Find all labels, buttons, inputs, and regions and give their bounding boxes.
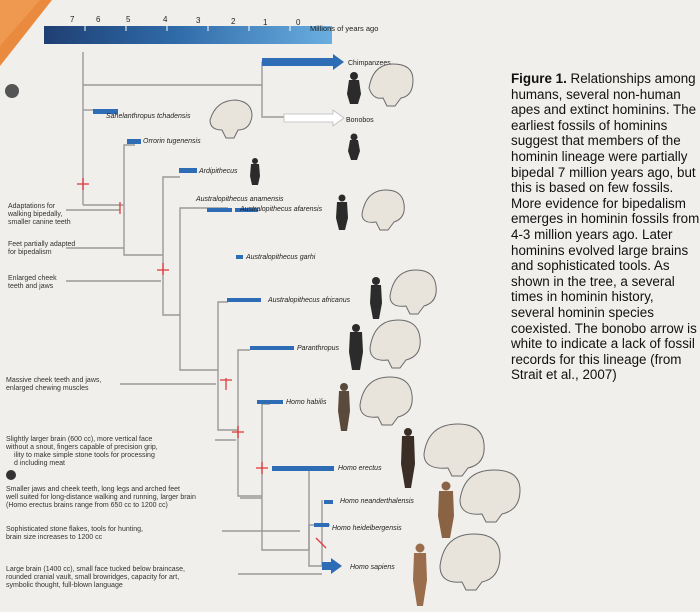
habilis-figure: [338, 383, 350, 431]
ardipithecus-figure: [250, 158, 260, 185]
trait-larger-brain: Slightly larger brain (600 cc), more ver…: [5, 436, 160, 467]
chimpanzee-figure: [347, 72, 361, 104]
trait-feet: Feet partially adapted for bipedalism: [8, 241, 77, 256]
label-bonobos: Bonobos: [346, 117, 374, 124]
skull-sapiens: [439, 533, 501, 591]
range-bar-paranthropus: [250, 346, 294, 350]
label-homo-habilis: Homo habilis: [286, 399, 327, 406]
range-bar-africanus: [227, 298, 261, 302]
label-anamensis: Australopithecus anamensis: [195, 196, 284, 203]
range-bar-garhi: [236, 255, 243, 259]
tick-label-5: 5: [126, 15, 131, 24]
bonobo-figure: [348, 133, 360, 160]
label-chimpanzees: Chimpanzees: [348, 60, 391, 67]
label-africanus: Australopithecus africanus: [267, 297, 351, 304]
trait-bipedal: Adaptations for walking bipedally, small…: [7, 203, 71, 226]
skull-chimpanzee: [368, 63, 414, 107]
range-bar-heidelbergensis: [314, 523, 329, 527]
label-orrorin: Orrorin tugenensis: [143, 138, 201, 145]
neanderthal-figure: [438, 481, 454, 538]
timeline-bar: [44, 26, 332, 44]
tick-label-1: 1: [263, 18, 268, 27]
skull-erectus: [423, 423, 485, 477]
orange-corner-shade: [0, 0, 40, 46]
trait-stone-flakes: Sophisticated stone flakes, tools for hu…: [6, 526, 145, 541]
trait-long-legs: Smaller jaws and cheek teeth, long legs …: [5, 486, 198, 509]
caption-text: Relationships among humans, several non-…: [511, 71, 700, 383]
skull-neanderthal: [459, 469, 521, 523]
dark-dot-marker: [6, 470, 16, 480]
range-bar-neanderthalensis: [324, 500, 333, 504]
hominin-figures: [250, 72, 454, 606]
label-paranthropus: Paranthropus: [297, 345, 340, 352]
label-sahelanthropus: Sahelanthropus tchadensis: [106, 113, 191, 120]
range-bar-sahelanthropus: [93, 109, 118, 114]
tick-label-0: 0: [296, 18, 301, 27]
label-homo-sapiens: Homo sapiens: [350, 564, 395, 571]
fossil-range-bars: [93, 109, 334, 527]
skull-afarensis: [361, 189, 405, 231]
label-homo-erectus: Homo erectus: [338, 465, 382, 472]
tick-label-2: 2: [231, 17, 236, 26]
chimpanzee-arrow: [262, 54, 344, 70]
sapiens-figure: [413, 543, 427, 606]
skull-illustrations: [209, 63, 521, 591]
tick-label-4: 4: [163, 15, 168, 24]
label-ardipithecus: Ardipithecus: [198, 168, 238, 175]
trait-massive-jaws: Massive cheek teeth and jaws, enlarged c…: [6, 377, 103, 392]
africanus-figure: [370, 277, 382, 319]
range-bar-anamensis: [207, 208, 232, 212]
figure-caption: Figure 1. Relationships among humans, se…: [511, 71, 700, 383]
trait-marks: [77, 178, 327, 549]
label-homo-neanderthalensis: Homo neanderthalensis: [340, 498, 414, 505]
caption-label: Figure 1.: [511, 71, 567, 86]
range-bar-afarensis: [235, 208, 258, 212]
bonobo-arrow: [283, 109, 345, 127]
range-bar-erectus: [272, 466, 334, 471]
paranthropus-figure: [349, 324, 363, 370]
skull-paranthropus: [369, 319, 421, 369]
trait-large-brain: Large brain (1400 cc), small face tucked…: [6, 566, 187, 589]
trait-cheek-teeth: Enlarged cheek teeth and jaws: [8, 275, 59, 290]
tick-label-7: 7: [70, 15, 75, 24]
afarensis-figure: [336, 194, 348, 230]
label-homo-heidelbergensis: Homo heidelbergensis: [332, 525, 402, 532]
skull-africanus: [389, 269, 437, 315]
homo-sapiens-arrow: [322, 558, 342, 574]
label-afarensis: Australopithecus afarensis: [239, 206, 323, 213]
label-garhi: Australopithecus garhi: [245, 254, 316, 261]
dark-circle-marker: [5, 84, 19, 98]
range-bar-orrorin: [127, 139, 141, 144]
erectus-figure: [401, 428, 415, 488]
range-bar-habilis: [257, 400, 283, 404]
timeline-axis-label: Millions of years ago: [310, 24, 378, 33]
tick-label-3: 3: [196, 16, 201, 25]
range-bar-ardipithecus: [179, 168, 197, 173]
tick-label-6: 6: [96, 15, 101, 24]
skull-sahelanthropus: [209, 99, 253, 139]
timeline-tick-marks: [84, 26, 291, 31]
skull-habilis: [359, 376, 413, 426]
